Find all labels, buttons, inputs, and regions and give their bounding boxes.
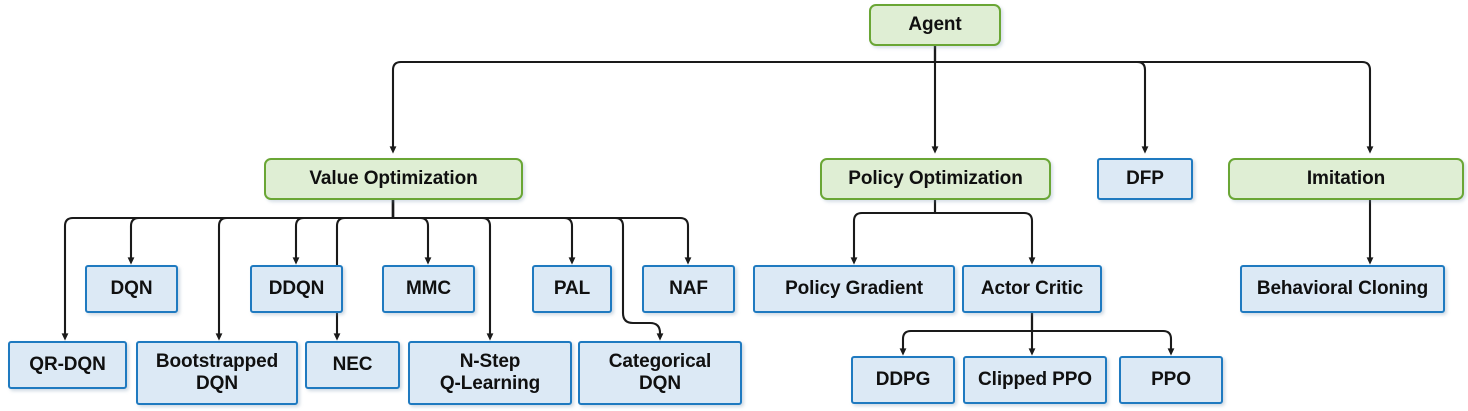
edge-actor-critic-to-ddpg — [899, 313, 1034, 356]
node-pal-label: PAL — [553, 277, 591, 299]
node-naf-label: NAF — [669, 277, 708, 299]
node-mmc[interactable]: MMC — [382, 265, 475, 313]
node-policy-gradient-label: Policy Gradient — [785, 277, 923, 299]
node-imitation-label: Imitation — [1306, 167, 1386, 189]
node-policy-optimization[interactable]: Policy Optimization — [820, 158, 1051, 200]
node-ppo[interactable]: PPO — [1119, 356, 1223, 404]
node-bootstrapped-dqn-label: Bootstrapped DQN — [155, 350, 279, 394]
edge-policy-optimization-to-actor-critic — [933, 200, 1036, 265]
node-dfp[interactable]: DFP — [1097, 158, 1193, 200]
node-ppo-label: PPO — [1151, 368, 1191, 390]
node-agent[interactable]: Agent — [869, 4, 1001, 46]
node-actor-critic[interactable]: Actor Critic — [962, 265, 1102, 313]
node-policy-gradient[interactable]: Policy Gradient — [753, 265, 955, 313]
node-actor-critic-label: Actor Critic — [980, 277, 1084, 299]
edge-value-optimization-to-naf — [391, 200, 692, 265]
node-bootstrapped-dqn[interactable]: Bootstrapped DQN — [136, 341, 298, 405]
node-dqn-label: DQN — [110, 277, 153, 299]
node-ddpg-label: DDPG — [875, 368, 931, 390]
node-clipped-ppo[interactable]: Clipped PPO — [963, 356, 1107, 404]
edge-agent-to-dfp — [933, 46, 1149, 154]
edge-value-optimization-to-dqn — [127, 200, 395, 265]
node-n-step-q-learning-label: N-Step Q-Learning — [439, 350, 541, 394]
edge-agent-to-value-optimization — [389, 46, 937, 154]
node-nec-label: NEC — [332, 353, 373, 375]
node-behavioral-cloning-label: Behavioral Cloning — [1256, 277, 1429, 299]
node-imitation[interactable]: Imitation — [1228, 158, 1464, 200]
edge-actor-critic-to-ppo — [1030, 313, 1175, 356]
node-qr-dqn[interactable]: QR-DQN — [8, 341, 127, 389]
node-qr-dqn-label: QR-DQN — [29, 353, 106, 375]
node-categorical-dqn[interactable]: Categorical DQN — [578, 341, 742, 405]
edge-value-optimization-to-mmc — [391, 200, 432, 265]
node-policy-optimization-label: Policy Optimization — [848, 167, 1023, 189]
node-ddqn[interactable]: DDQN — [250, 265, 343, 313]
node-value-optimization-label: Value Optimization — [309, 167, 478, 189]
edge-policy-optimization-to-policy-gradient — [850, 200, 937, 265]
node-dqn[interactable]: DQN — [85, 265, 178, 313]
node-agent-label: Agent — [908, 13, 962, 35]
node-behavioral-cloning[interactable]: Behavioral Cloning — [1240, 265, 1445, 313]
node-clipped-ppo-label: Clipped PPO — [978, 368, 1092, 390]
edge-agent-to-imitation — [933, 46, 1374, 154]
node-mmc-label: MMC — [405, 277, 452, 299]
node-value-optimization[interactable]: Value Optimization — [264, 158, 523, 200]
node-pal[interactable]: PAL — [532, 265, 612, 313]
node-nec[interactable]: NEC — [305, 341, 400, 389]
node-categorical-dqn-label: Categorical DQN — [608, 350, 712, 394]
node-ddqn-label: DDQN — [268, 277, 325, 299]
node-n-step-q-learning[interactable]: N-Step Q-Learning — [408, 341, 572, 405]
edge-value-optimization-to-pal — [391, 200, 576, 265]
node-dfp-label: DFP — [1126, 167, 1164, 189]
edge-value-optimization-to-ddqn — [292, 200, 395, 265]
node-ddpg[interactable]: DDPG — [851, 356, 955, 404]
node-naf[interactable]: NAF — [642, 265, 735, 313]
